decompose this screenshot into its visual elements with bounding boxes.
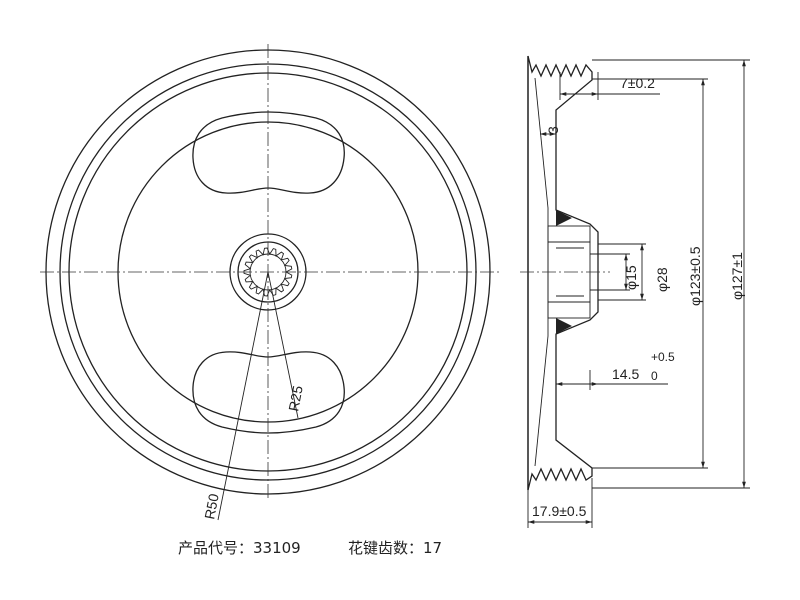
dim-3-label: 3 — [545, 126, 561, 134]
dim-15-label: φ15 — [623, 265, 639, 290]
section-view: φ127±1 φ123±0.5 φ28 φ15 7±0.2 3 14.5 +0.… — [520, 55, 750, 528]
upper-window — [192, 111, 345, 194]
r25-label: R25 — [285, 384, 306, 412]
weld-mark-lower — [556, 318, 572, 334]
dim-14-5-lower-tol: 0 — [651, 369, 658, 383]
dim-14-5-upper-tol: +0.5 — [651, 350, 675, 364]
web-line-lower — [534, 335, 549, 467]
hub-hatch-lower — [547, 301, 591, 319]
lower-window — [192, 351, 345, 434]
dim-127-label: φ127±1 — [729, 252, 745, 300]
r50-leader — [217, 271, 269, 521]
product-code-label: 产品代号：33109 — [178, 539, 301, 557]
dim-123-label: φ123±0.5 — [687, 246, 703, 306]
dim-14-5-label: 14.5 — [612, 366, 639, 382]
dim-28-label: φ28 — [654, 267, 670, 292]
front-view: R50 R25 — [40, 44, 500, 521]
r50-label: R50 — [201, 492, 222, 520]
r25-leader — [267, 271, 299, 419]
spline-teeth-label: 花键齿数：17 — [348, 539, 442, 557]
dim-7-label: 7±0.2 — [620, 75, 655, 91]
web-line-upper — [534, 77, 549, 209]
hub-hatch-upper — [547, 225, 591, 243]
section-outline — [527, 55, 599, 491]
weld-mark-upper — [556, 210, 572, 226]
dim-17-9-label: 17.9±0.5 — [532, 503, 587, 519]
